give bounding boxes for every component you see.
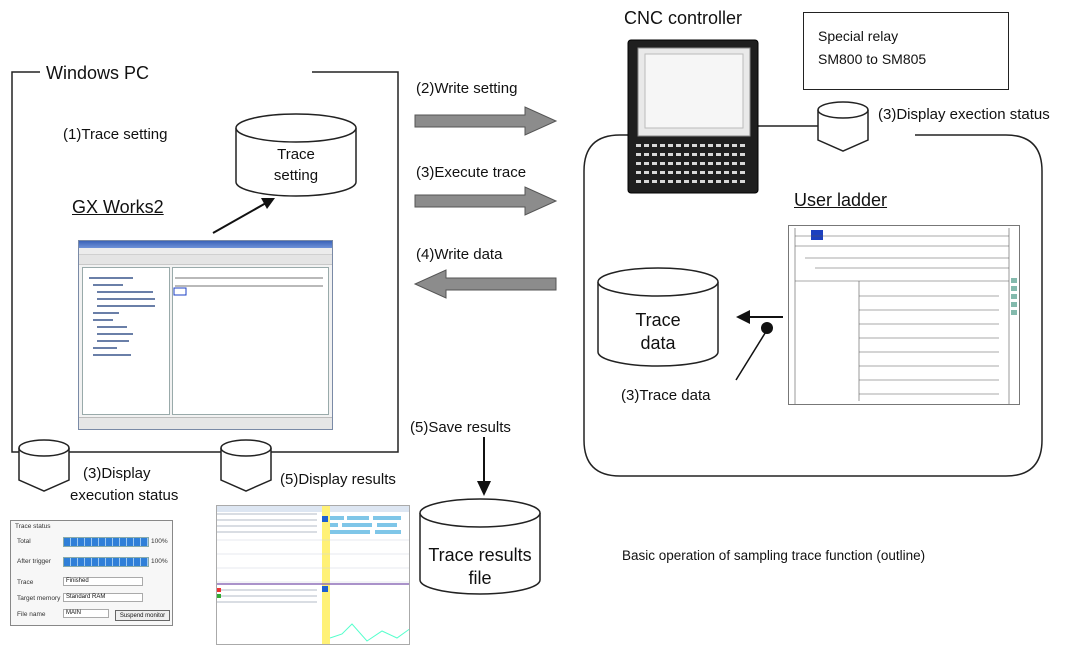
ladder-lines (794, 228, 1017, 404)
write-data-step: (4)Write data (416, 246, 503, 263)
gx-works-label: GX Works2 (72, 197, 164, 217)
trace-data-db-line2: data (640, 333, 676, 353)
diagram-caption: Basic operation of sampling trace functi… (622, 548, 926, 563)
trace-total-progress-fill (64, 538, 148, 546)
execute-trace-step: (3)Execute trace (416, 164, 527, 181)
cnc-status-step: (3)Display exection status (878, 106, 1050, 123)
cnc-controller-panel (627, 39, 759, 194)
trace-data-database (597, 267, 719, 367)
trace-total-label: Total (17, 538, 31, 545)
gx-works-statusbar (79, 417, 332, 429)
trace-state-label: Trace (17, 579, 34, 586)
project-tree-lines (89, 277, 155, 356)
trace-after-trigger-label: After trigger (17, 558, 51, 565)
target-memory-value: Standard RAM (63, 593, 143, 602)
gx-canvas-lines (173, 277, 323, 296)
trace-results-screenshot (216, 505, 410, 645)
gx-works-toolbar (79, 255, 332, 265)
trace-setting-database (235, 113, 357, 197)
trace-status-group-title: Trace status (15, 523, 51, 530)
windows-pc-title: Windows PC (42, 63, 154, 84)
cnc-region-frame (583, 134, 1043, 477)
trace-setting-db-line2: setting (273, 167, 319, 184)
save-results-step: (5)Save results (410, 419, 511, 436)
trace-results-database (419, 498, 541, 595)
trace-after-trigger-progress (63, 557, 149, 567)
gx-to-setting-line (212, 202, 267, 234)
trace-data-pin-line (735, 329, 768, 381)
cnc-status-cylinder (817, 101, 869, 152)
save-results-arrowhead (477, 481, 491, 496)
trace-total-progress (63, 537, 149, 547)
user-ladder-label: User ladder (794, 190, 888, 210)
suspend-monitor-button[interactable]: Suspend monitor (115, 610, 170, 621)
trace-setting-db-line1: Trace (277, 146, 315, 163)
trace-results-graphics (217, 506, 409, 644)
user-ladder-screenshot (788, 225, 1020, 405)
trace-state-value: Finished (63, 577, 143, 586)
file-name-value: MAIN (63, 609, 109, 618)
trace-results-db-line2: file (468, 568, 492, 588)
pc-status-step-line1: (3)Display (83, 465, 151, 482)
trace-after-trigger-progress-fill (64, 558, 148, 566)
display-results-step: (5)Display results (280, 471, 396, 488)
display-results-cylinder (220, 439, 272, 492)
file-name-label: File name (17, 611, 46, 618)
trace-after-trigger-percent: 100% (151, 558, 168, 565)
gx-works-window-screenshot (78, 240, 333, 430)
gx-works-ladder-canvas (172, 267, 329, 415)
gx-works-project-tree (82, 267, 170, 415)
trace-data-pin (761, 322, 773, 334)
trace-data-arrowhead (736, 310, 750, 324)
cnc-controller-title: CNC controller (624, 8, 743, 28)
write-setting-step: (2)Write setting (416, 80, 518, 97)
trace-total-percent: 100% (151, 538, 168, 545)
pc-status-step-line2: execution status (70, 487, 179, 504)
trace-results-db-line1: Trace results (428, 545, 532, 565)
special-relay-range: SM800 to SM805 (818, 51, 927, 67)
trace-setting-step: (1)Trace setting (63, 126, 168, 143)
write-data-arrow (413, 269, 557, 299)
target-memory-label: Target memory (17, 595, 61, 602)
trace-data-db-line1: Trace (635, 310, 681, 330)
trace-data-step: (3)Trace data (621, 387, 711, 404)
special-relay-box: Special relay SM800 to SM805 (803, 12, 1009, 90)
windows-pc-frame (11, 71, 399, 453)
gx-works-titlebar (79, 241, 332, 248)
special-relay-label: Special relay (818, 28, 899, 44)
pc-status-cylinder (18, 439, 70, 492)
write-setting-arrow (414, 106, 558, 136)
gx-works-menubar (79, 248, 332, 255)
trace-status-dialog: Trace status Total 100% After trigger 10… (10, 520, 173, 626)
execute-trace-arrow (414, 186, 558, 216)
gx-to-setting-arrowhead (261, 198, 275, 209)
